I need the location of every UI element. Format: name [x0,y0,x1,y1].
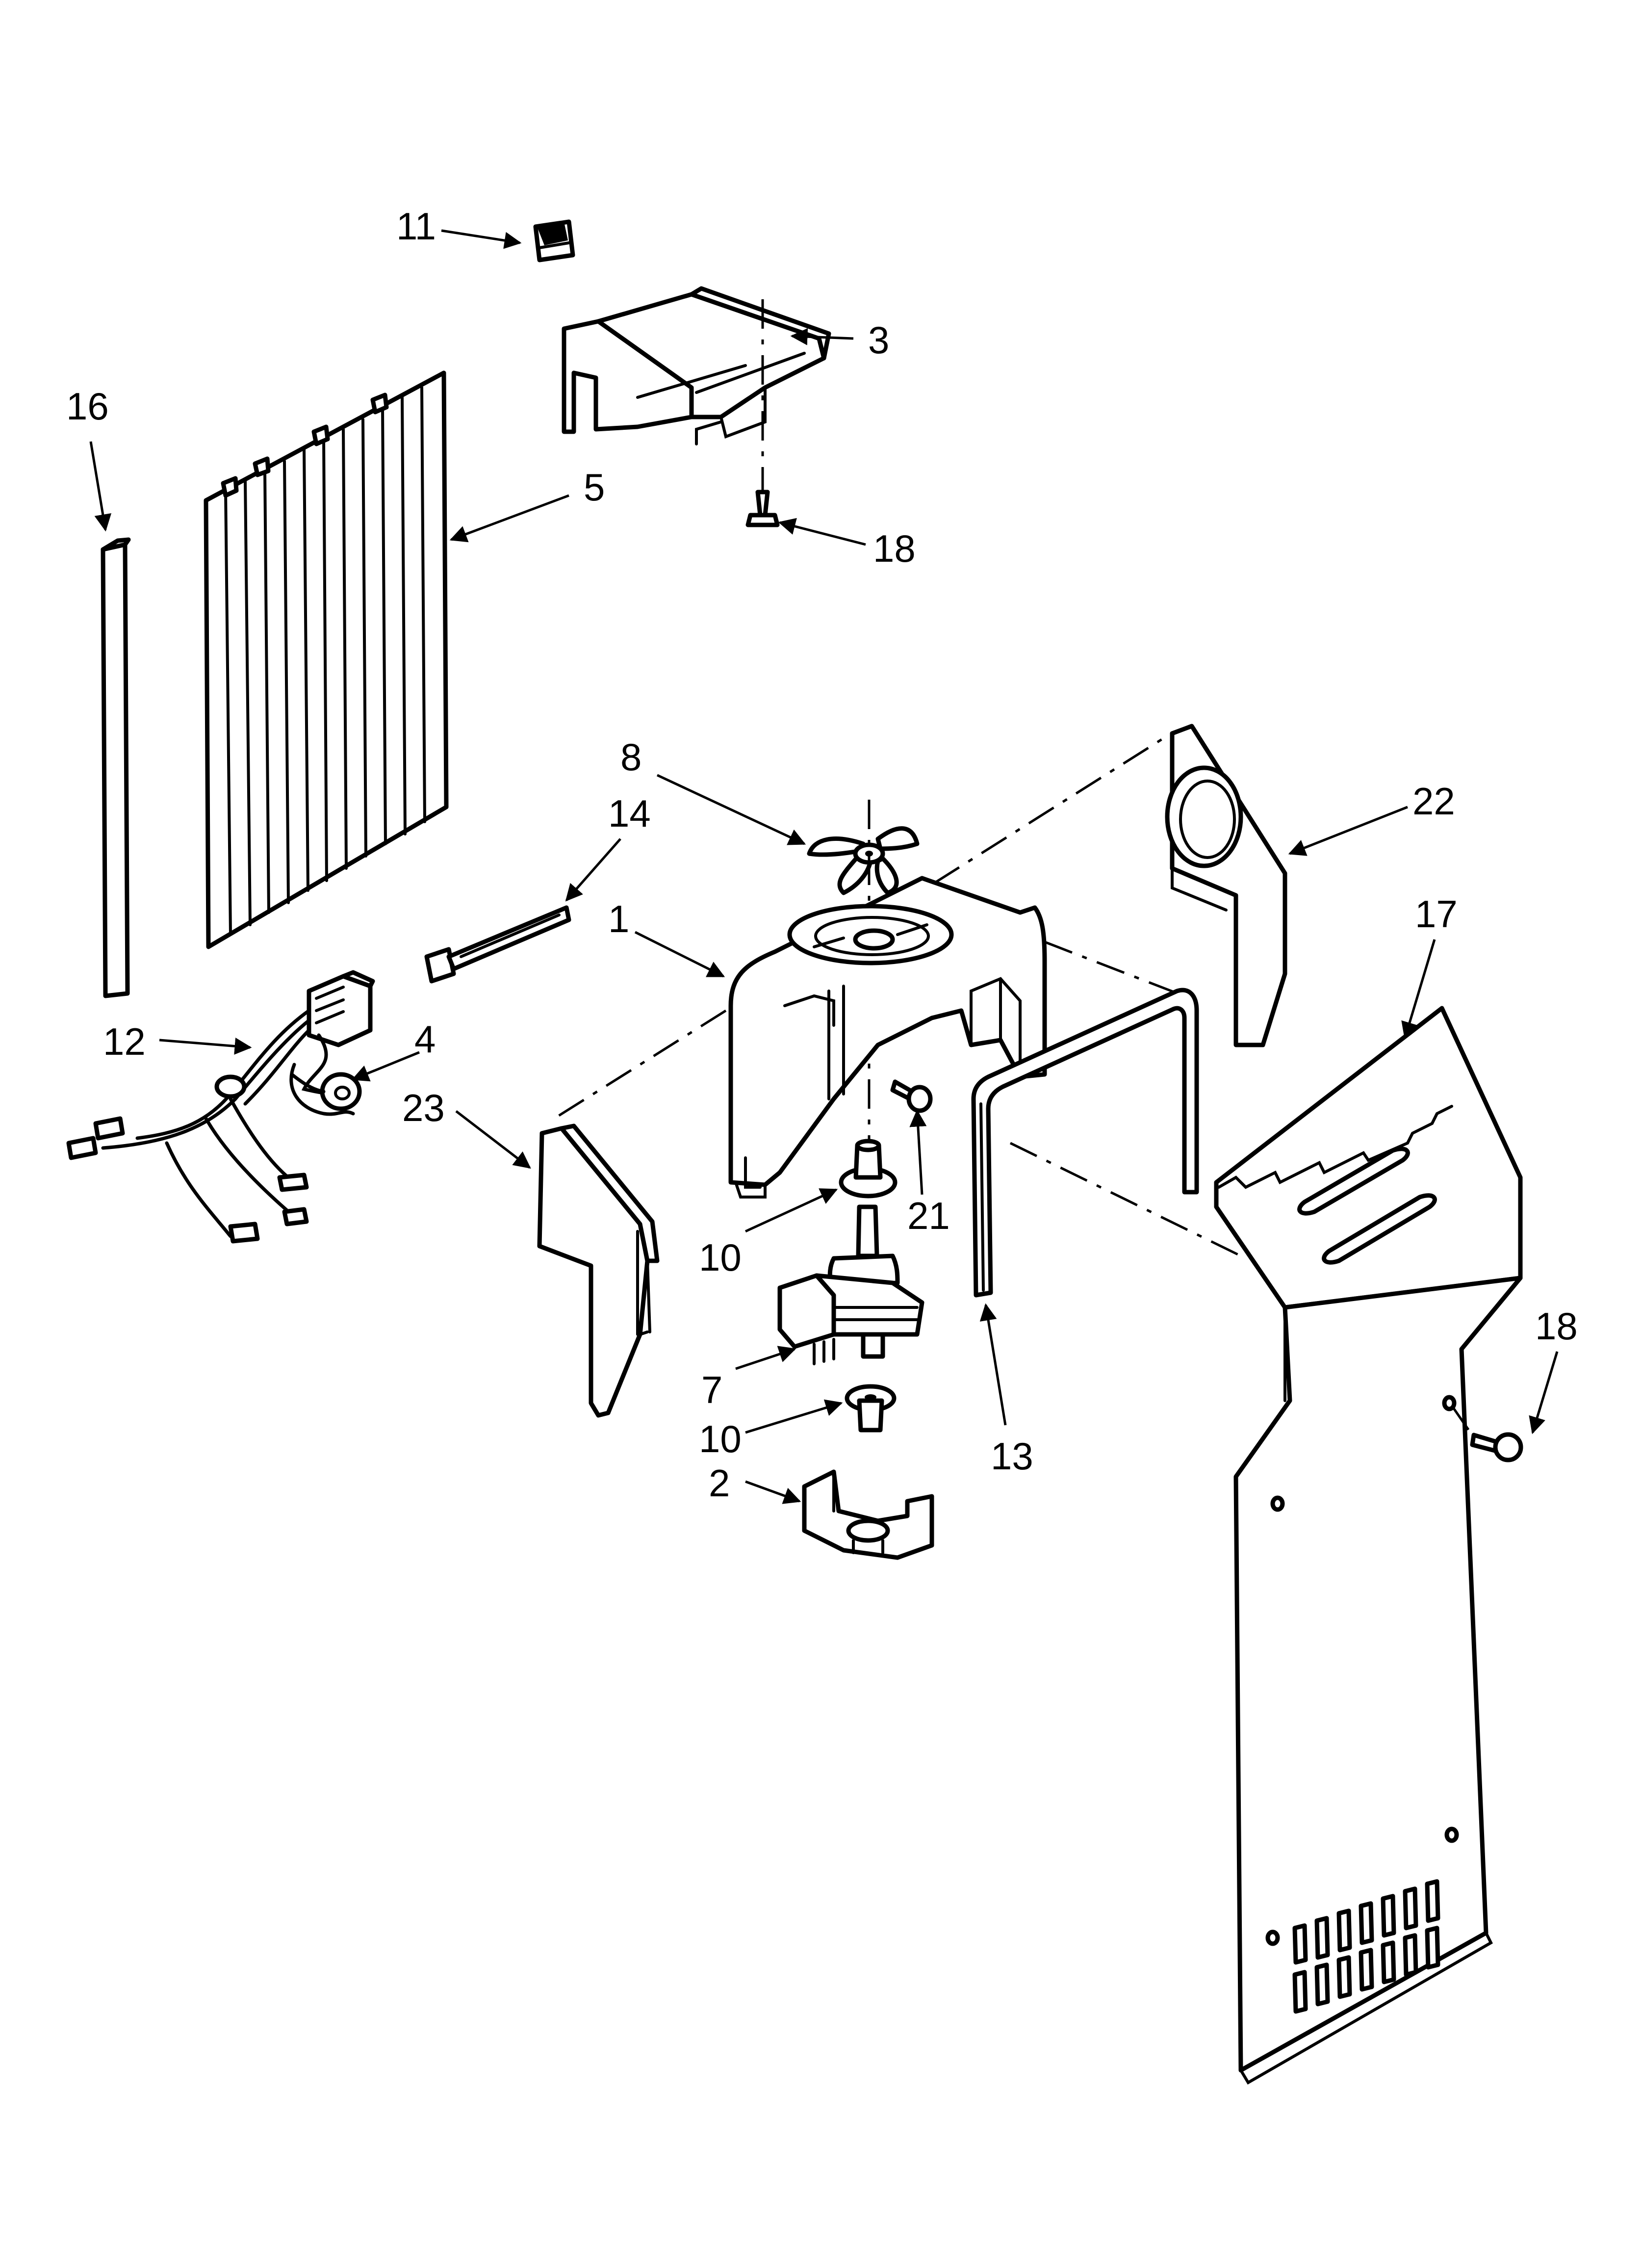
part-23-left-panel [537,1123,660,1418]
callout-10-upper: 10 [699,1236,742,1279]
part-5-grille [204,370,449,949]
part-22-side-panel [1165,724,1287,1047]
callout-17: 17 [1415,892,1458,936]
housing-23-guide [553,1009,727,1120]
part-11-clip [533,219,575,262]
part-7-motor [777,1204,924,1365]
grille-slats [224,386,426,936]
leader-lines [89,229,1559,1504]
part-4-sensor [290,1072,362,1111]
callout-16: 16 [66,385,109,428]
callout-7: 7 [701,1368,722,1411]
housing-13-guide-lower [1009,1142,1242,1257]
part-12-wire-harness [66,970,375,1244]
callout-11: 11 [396,205,436,248]
vent-slots-lower [1292,1926,1440,2014]
callout-4: 4 [414,1017,436,1061]
part-21-screw [890,1079,933,1113]
callout-18-upper: 18 [873,527,916,570]
callout-10-lower: 10 [699,1417,742,1460]
part-13-u-seal [971,988,1199,1298]
callout-13: 13 [991,1434,1033,1478]
part-10-mount-upper [839,1139,898,1199]
callout-3: 3 [868,318,889,362]
part-8-fan-blade [807,826,920,895]
part-10-mount-lower [845,1384,897,1433]
screw-18-guide [1450,1405,1475,1438]
part-18-screw-lower [1470,1432,1523,1462]
callout-18-lower: 18 [1535,1304,1578,1348]
callout-2: 2 [709,1461,730,1505]
part-1-fan-housing [728,876,1047,1199]
part-14-cable-tie [424,905,571,984]
part-16-strip [101,537,131,998]
panel-22-guide [933,734,1168,885]
callout-5: 5 [584,466,605,509]
callout-1: 1 [608,897,629,940]
vent-slots-upper [1292,1879,1440,1965]
part-18-screw-upper [745,490,780,527]
part-3-bracket [562,286,831,445]
callout-23: 23 [402,1086,445,1129]
callout-8: 8 [620,735,641,779]
part-17-duct-cover [1214,1006,1523,2085]
housing-13-guide-upper [1044,940,1197,1002]
callout-labels: 11 3 16 5 18 8 22 14 1 17 12 4 23 21 10 … [66,205,1578,1505]
callout-14: 14 [608,792,651,835]
callout-12: 12 [103,1020,146,1063]
part-2-motor-bracket [802,1469,934,1560]
callout-22: 22 [1412,780,1455,823]
callout-21: 21 [907,1194,950,1237]
